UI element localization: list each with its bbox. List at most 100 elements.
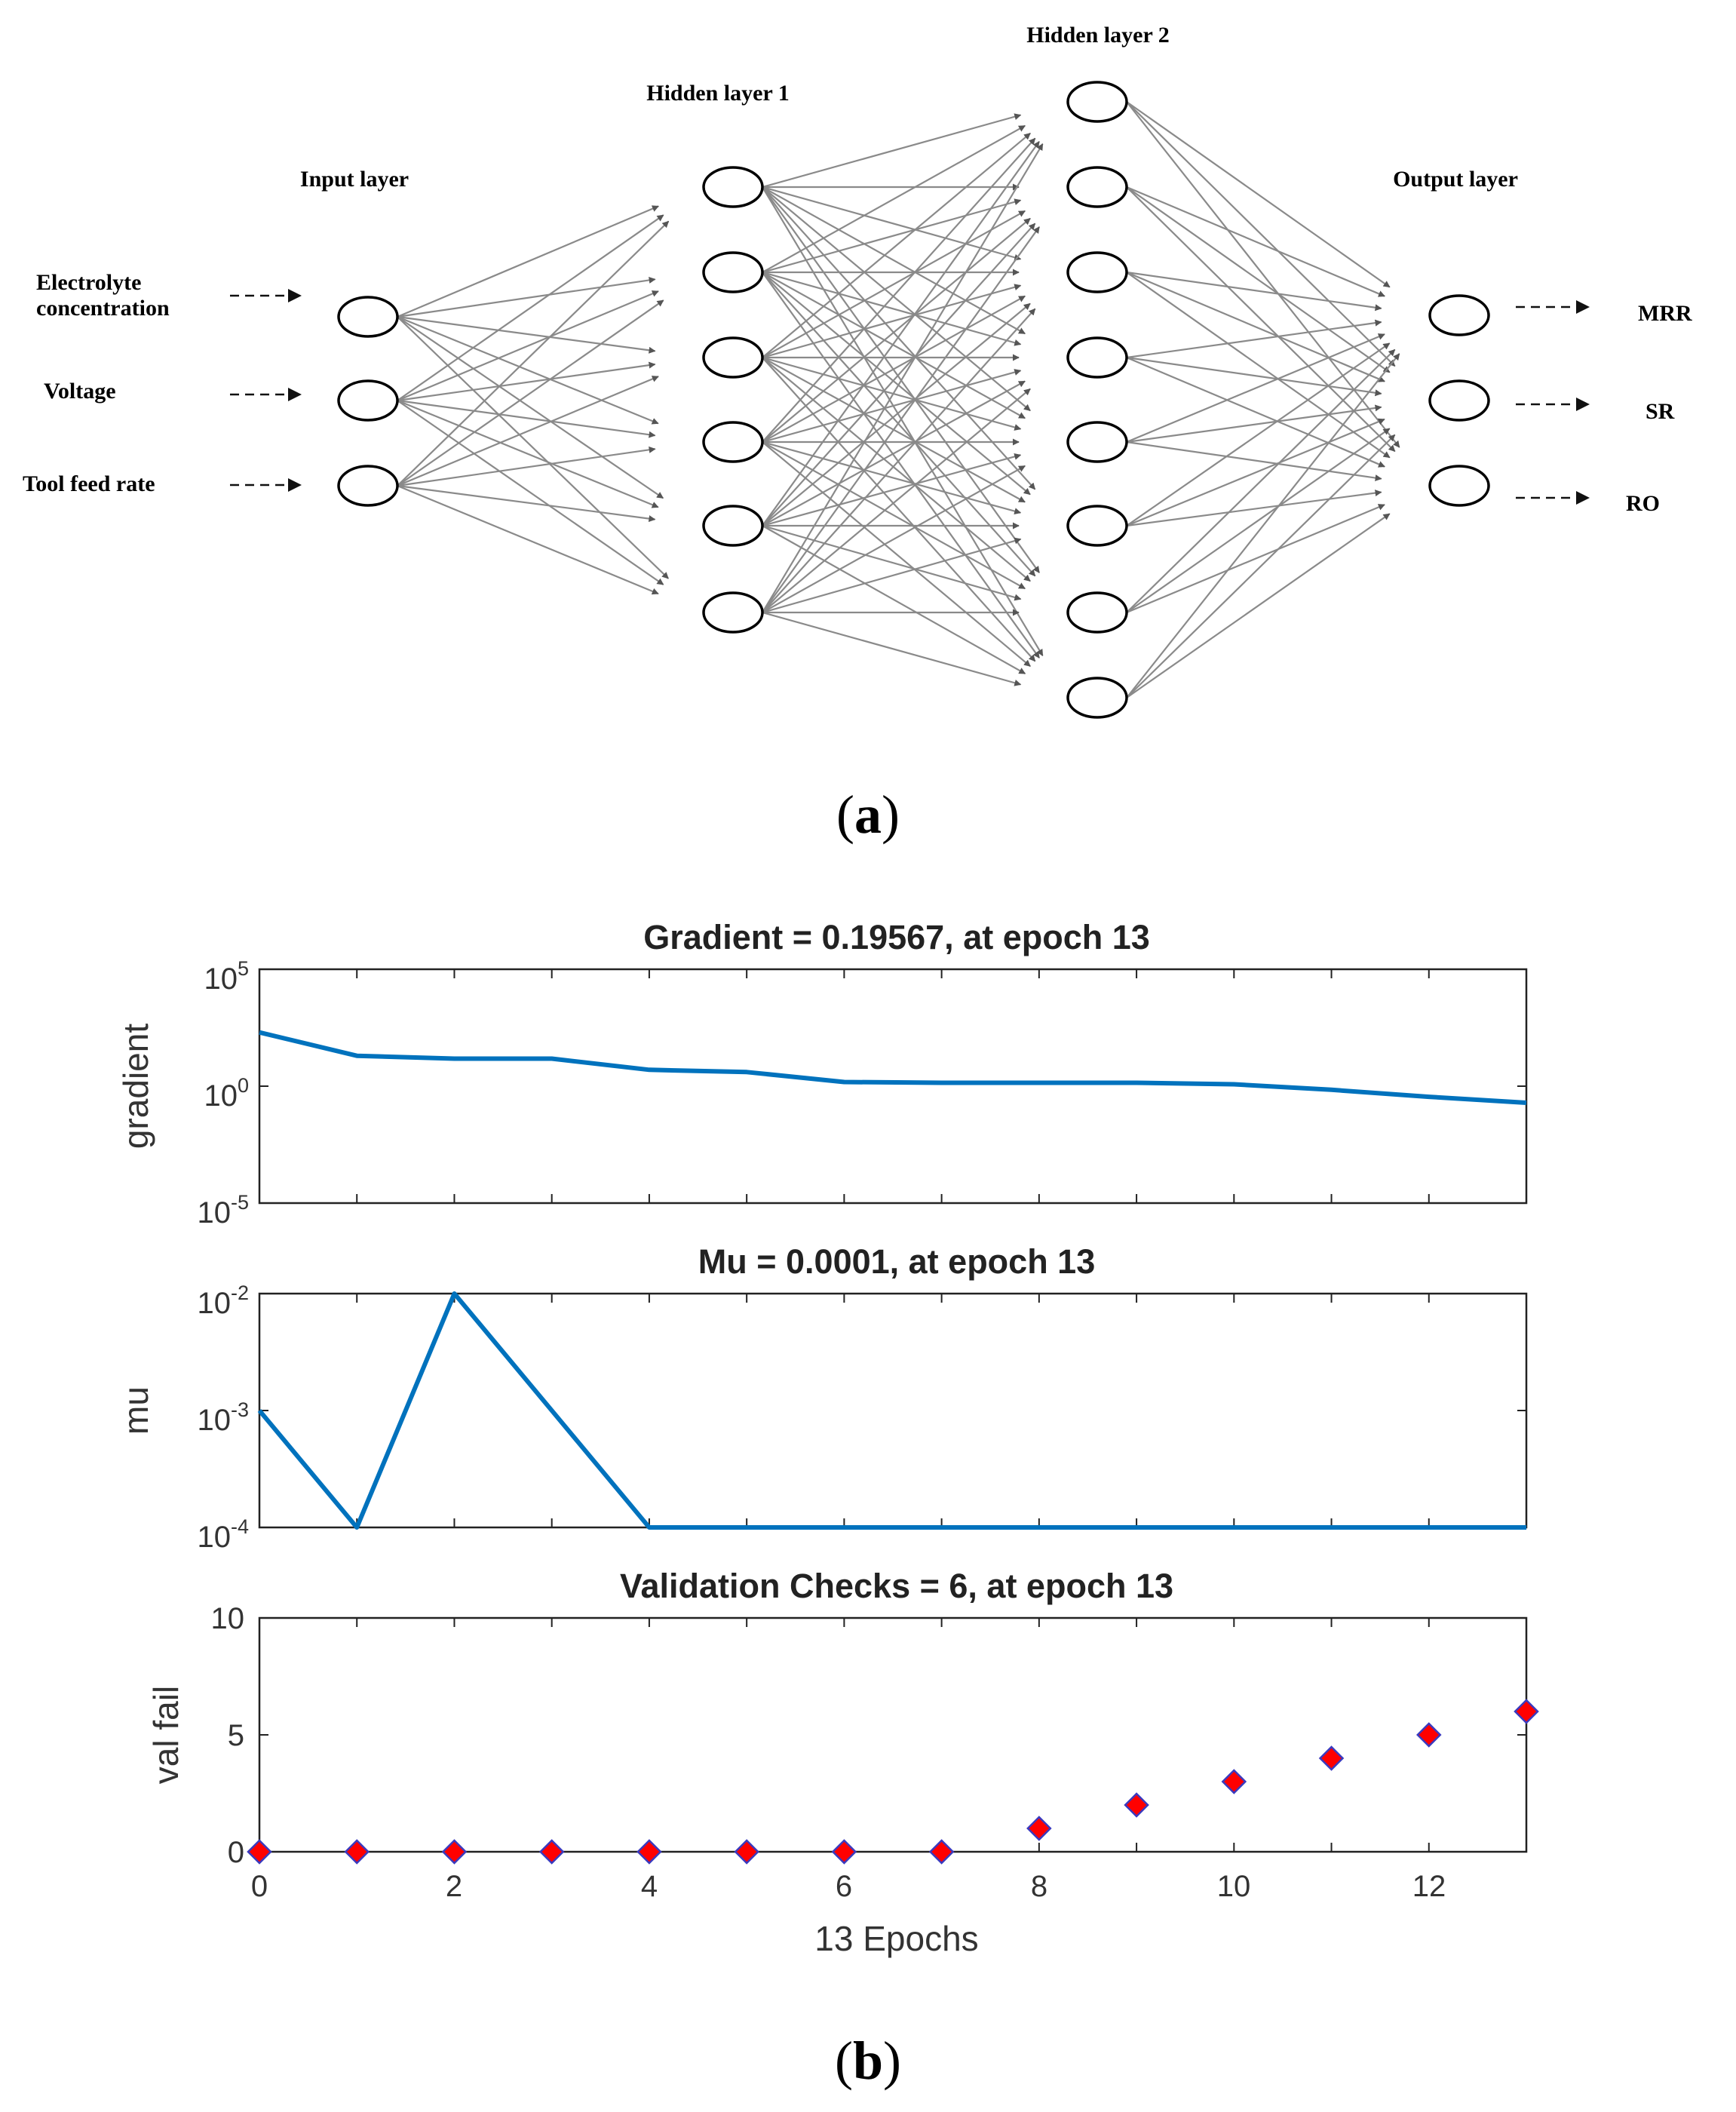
connection-line xyxy=(762,441,1031,668)
connection-line xyxy=(397,484,656,523)
val-fail-point xyxy=(538,1839,565,1865)
val-fail-point xyxy=(1514,1699,1539,1724)
connection-line xyxy=(1126,428,1391,613)
val-xtick-label: 4 xyxy=(641,1870,658,1903)
mu-ytick-label: 10-2 xyxy=(197,1282,249,1320)
connection-line xyxy=(762,356,1022,431)
panel-a-label: (a) xyxy=(836,784,900,845)
connection-line xyxy=(762,132,1031,358)
val-xtick-label: 2 xyxy=(446,1870,462,1903)
val-ytick-label: 0 xyxy=(228,1836,244,1869)
hidden1-neuron xyxy=(702,251,764,293)
output-label-sr: SR xyxy=(1646,399,1675,424)
connection-line xyxy=(762,453,1022,527)
connection-line xyxy=(1126,490,1382,527)
val-fail-point xyxy=(636,1839,662,1865)
output-label-mrr: MRR xyxy=(1638,301,1692,326)
connection-line xyxy=(762,272,1036,577)
val-fail-point xyxy=(1026,1816,1052,1841)
val-fail-point xyxy=(1124,1792,1149,1818)
connection-line xyxy=(397,214,664,401)
connection-line xyxy=(762,272,1040,658)
connection-line xyxy=(1126,353,1400,698)
mu-chart: Mu = 0.0001, at epoch 13 10-2 10-3 10-4 … xyxy=(116,1242,1528,1554)
panel-label-close: ) xyxy=(882,784,900,845)
hidden1-neuron xyxy=(702,591,764,634)
connection-line xyxy=(762,284,1022,359)
mu-line xyxy=(257,1291,1526,1530)
connection-line xyxy=(1126,342,1391,526)
connection-line xyxy=(762,140,1040,526)
connection-line xyxy=(762,611,1022,686)
connection-line xyxy=(762,302,1031,526)
gradient-ytick-label: 105 xyxy=(204,957,249,996)
connection-line xyxy=(1126,271,1385,382)
hidden1-neuron xyxy=(702,166,764,208)
connection-line xyxy=(762,223,1036,526)
connection-line xyxy=(1126,404,1382,444)
val-xtick-label: 10 xyxy=(1217,1870,1251,1903)
input-layer-title: Input layer xyxy=(300,167,409,192)
connection-line xyxy=(762,113,1022,189)
hidden2-neuron xyxy=(1066,677,1128,719)
val-y-axis-label: val fail xyxy=(146,1686,186,1784)
mu-ytick-label: 10-3 xyxy=(197,1398,249,1437)
ytick-base: 10 xyxy=(197,1404,231,1437)
ytick-exponent: -4 xyxy=(231,1515,249,1538)
validation-chart-title: Validation Checks = 6, at epoch 13 xyxy=(620,1567,1173,1605)
mu-y-axis-label: mu xyxy=(116,1386,155,1435)
output-layer-title: Output layer xyxy=(1393,167,1518,192)
val-xtick-label: 8 xyxy=(1031,1870,1047,1903)
val-fail-point xyxy=(441,1839,468,1865)
input-label-line: concentration xyxy=(36,296,170,321)
validation-axes xyxy=(258,1616,1528,1853)
connection-line xyxy=(397,315,659,425)
input-arrows xyxy=(230,289,302,492)
connection-line xyxy=(762,186,1044,656)
connection-line xyxy=(762,441,1022,514)
validation-series xyxy=(247,1699,1539,1865)
connection-line xyxy=(397,399,659,508)
ytick-exponent: -5 xyxy=(231,1191,249,1214)
connection-line xyxy=(397,316,664,499)
connection-line xyxy=(1126,186,1396,453)
input-neuron xyxy=(337,379,399,422)
connection-line xyxy=(762,272,1031,496)
connection-line xyxy=(1126,356,1385,468)
hidden1-neuron xyxy=(702,336,764,379)
connection-line xyxy=(762,186,1026,335)
gradient-ytick-label: 10-5 xyxy=(197,1191,249,1229)
connection-line xyxy=(397,361,656,402)
connection-line xyxy=(762,226,1040,613)
connection-line xyxy=(762,308,1036,613)
input-label-tool-feed-rate: Tool feed rate xyxy=(23,471,155,496)
connection-line xyxy=(762,210,1026,358)
output-label-ro: RO xyxy=(1626,491,1660,516)
val-fail-point xyxy=(928,1839,955,1865)
connection-line xyxy=(1126,418,1385,527)
connection-line xyxy=(762,124,1026,273)
connection-line xyxy=(1126,348,1396,613)
ytick-exponent: -2 xyxy=(231,1282,249,1304)
output-arrows xyxy=(1516,300,1590,505)
connection-line xyxy=(1126,101,1396,367)
ytick-base: 10 xyxy=(197,1196,231,1229)
connection-line xyxy=(1126,513,1391,698)
ytick-base: 10 xyxy=(204,962,238,996)
ytick-exponent: -3 xyxy=(231,1398,249,1421)
input-label-electrolyte: Electrolyte concentration xyxy=(36,270,170,321)
connection-line xyxy=(762,271,1022,346)
connection-line xyxy=(1126,101,1391,288)
connection-line xyxy=(762,143,1044,613)
connection-line xyxy=(1126,504,1385,614)
hidden2-neuron xyxy=(1066,505,1128,547)
val-xtick-label: 6 xyxy=(836,1870,852,1903)
connection-line xyxy=(397,277,656,318)
connection-line xyxy=(397,220,670,487)
output-neuron xyxy=(1428,294,1490,336)
connection-line xyxy=(762,524,1022,601)
connection-line xyxy=(1126,186,1385,297)
connection-line xyxy=(1126,333,1385,444)
neuron-nodes xyxy=(337,81,1490,719)
